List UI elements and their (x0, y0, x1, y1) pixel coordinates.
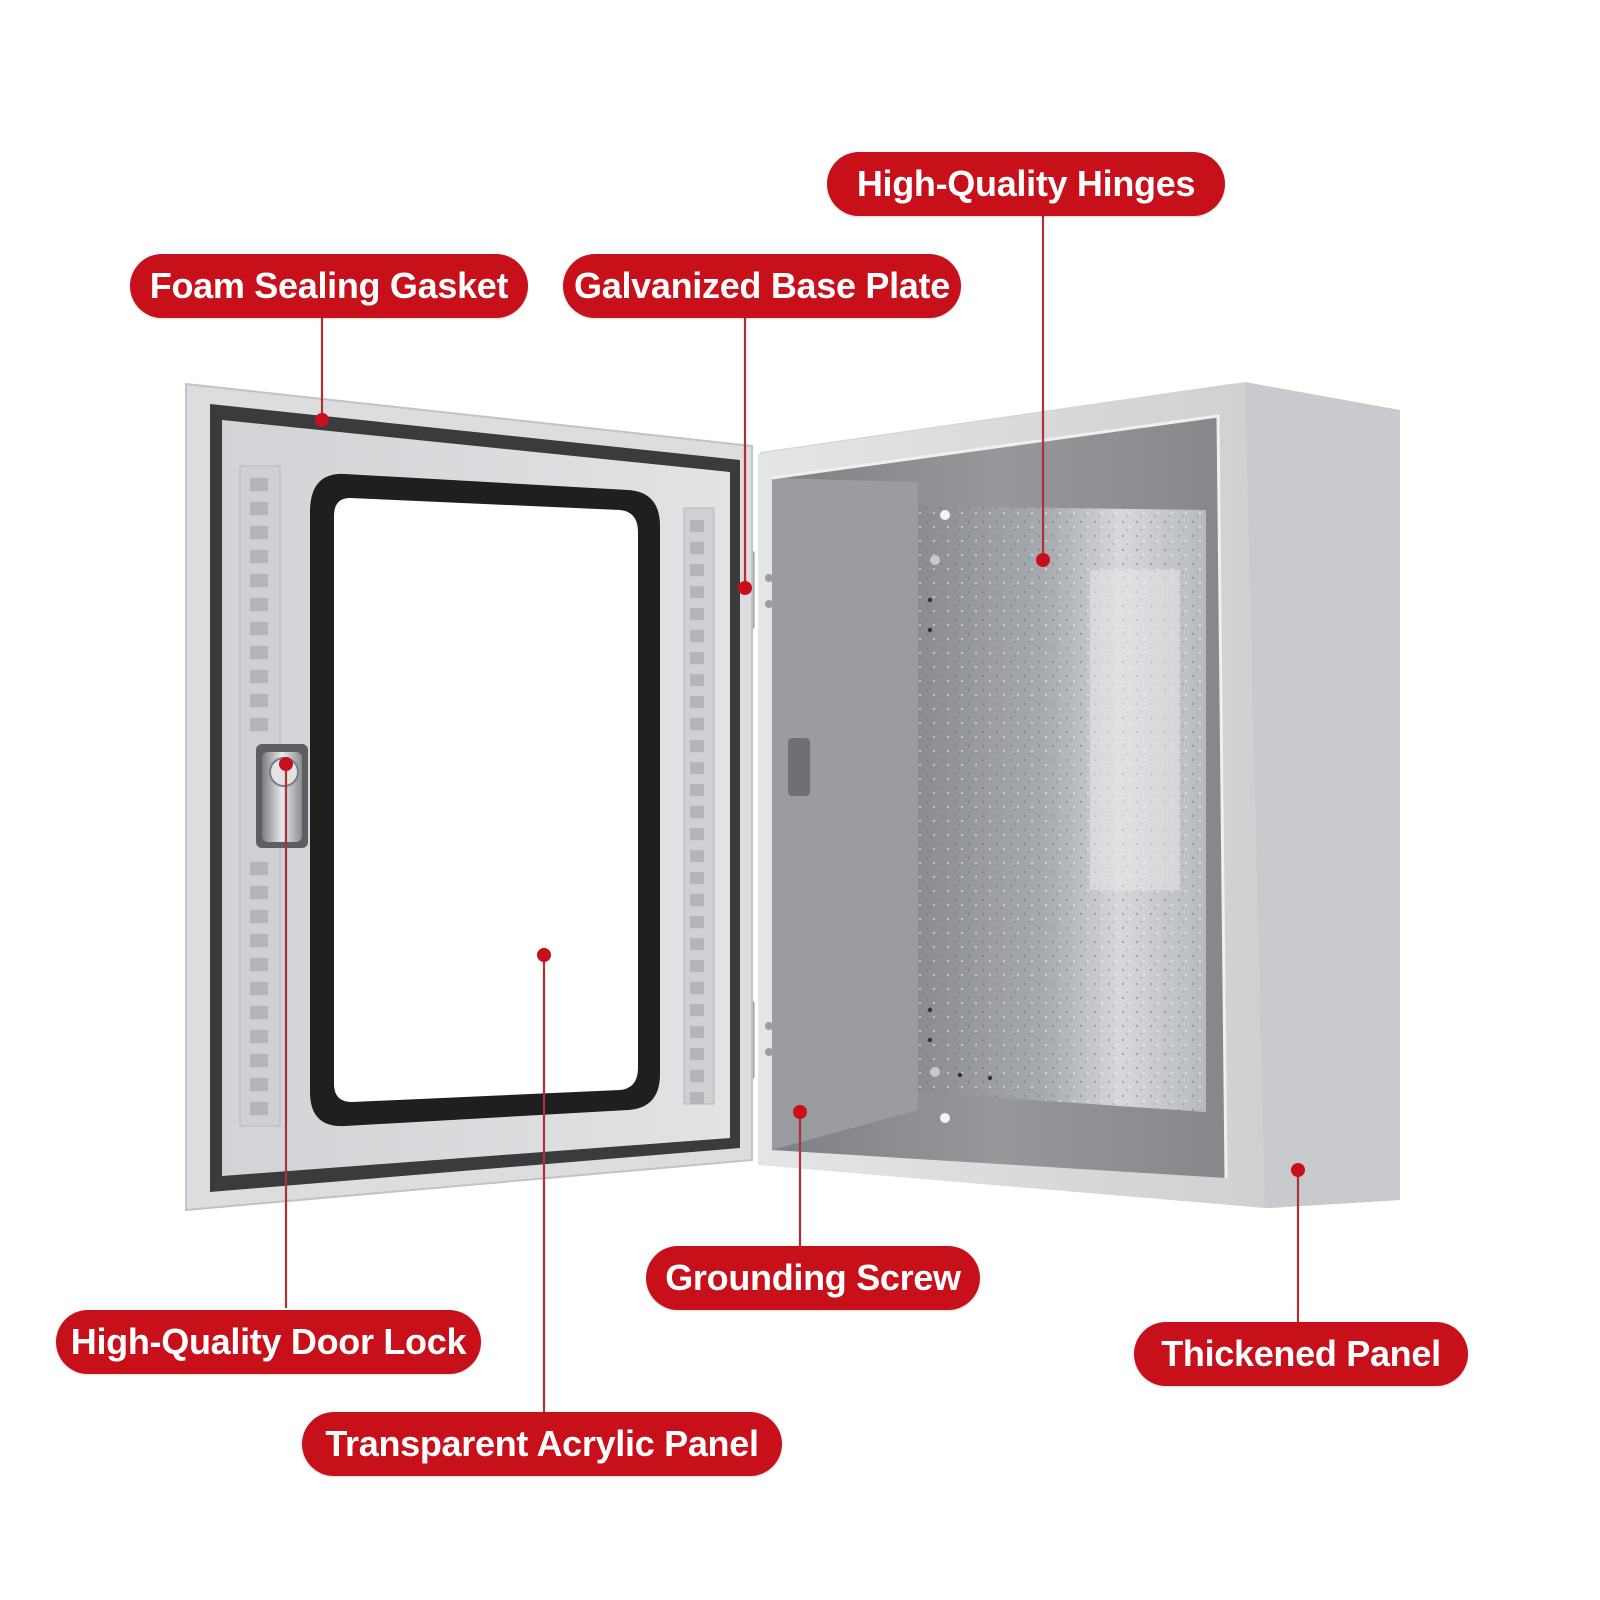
galvanized-base-plate (918, 506, 1206, 1123)
door (185, 382, 753, 1212)
din-rail-slot (690, 1026, 704, 1039)
din-rail-slot (690, 564, 704, 577)
din-rail-slot (250, 502, 268, 516)
din-rail-slot (250, 598, 268, 612)
din-rail-slot (250, 886, 268, 900)
callout-high-quality-hinges: High-Quality Hinges (827, 152, 1225, 216)
din-rail-slot (690, 718, 704, 731)
marker-hinges (1036, 553, 1050, 567)
din-rail-slot (250, 1078, 268, 1092)
din-rail-slot (250, 862, 268, 876)
din-rail-slot (690, 850, 704, 863)
marker-foam-gasket (315, 413, 329, 427)
din-rail-slot (690, 762, 704, 775)
marker-dots (279, 413, 1305, 1177)
marker-grounding-screw (793, 1105, 807, 1119)
din-rail-slot (250, 646, 268, 660)
marker-acrylic-panel (537, 948, 551, 962)
din-rail-slot (250, 478, 268, 492)
din-rail-slot (250, 1054, 268, 1068)
callout-galvanized-base-plate: Galvanized Base Plate (563, 254, 961, 318)
din-rail-slot (690, 784, 704, 797)
din-rail-slot (690, 1070, 704, 1083)
din-rail-slot (690, 696, 704, 709)
din-rail-slot (250, 934, 268, 948)
din-rail-slot (690, 740, 704, 753)
din-rail-slot (690, 586, 704, 599)
din-rail-slot (690, 630, 704, 643)
marker-base-plate (738, 581, 752, 595)
din-rail-slot (250, 550, 268, 564)
leader-lines (284, 216, 1300, 1412)
din-rail-slot (250, 694, 268, 708)
din-rail-slot (690, 608, 704, 621)
marker-thickened-panel (1291, 1163, 1305, 1177)
din-rail-slot (250, 910, 268, 924)
din-rail-slot (690, 894, 704, 907)
din-rail-slot (690, 1092, 704, 1105)
din-rail-slot (690, 520, 704, 533)
din-rail-slot (250, 958, 268, 972)
din-rail-slot (690, 938, 704, 951)
marker-door-lock (279, 757, 293, 771)
din-rail-slot (690, 1004, 704, 1017)
din-rail-slot (690, 806, 704, 819)
din-rail-slot (250, 718, 268, 732)
callout-high-quality-door-lock: High-Quality Door Lock (56, 1310, 481, 1374)
din-rail-slot (250, 526, 268, 540)
din-rail-slot (690, 828, 704, 841)
callout-thickened-panel: Thickened Panel (1134, 1322, 1468, 1386)
callout-foam-sealing-gasket: Foam Sealing Gasket (130, 254, 528, 318)
din-rail-slot (250, 1030, 268, 1044)
din-rail-slot (250, 1102, 268, 1116)
din-rail-slot (690, 542, 704, 555)
din-rail-slot (690, 1048, 704, 1061)
din-rail-slot (690, 652, 704, 665)
din-rail-slot (250, 622, 268, 636)
quarter-turn-lock-icon (256, 744, 308, 848)
din-rail-slot (250, 574, 268, 588)
din-rail-slot (250, 1006, 268, 1020)
transparent-acrylic-panel (334, 498, 638, 1102)
din-rail-slot (690, 674, 704, 687)
din-rail-slot (690, 982, 704, 995)
callout-grounding-screw: Grounding Screw (646, 1246, 980, 1310)
din-rail-slot (250, 982, 268, 996)
callout-transparent-acrylic-panel: Transparent Acrylic Panel (302, 1412, 782, 1476)
din-rail-slot (690, 960, 704, 973)
cabinet-body (758, 382, 1400, 1208)
latch-recess (788, 738, 810, 796)
din-rail-slot (690, 872, 704, 885)
din-rail-slot (250, 670, 268, 684)
din-rail-slot (690, 916, 704, 929)
